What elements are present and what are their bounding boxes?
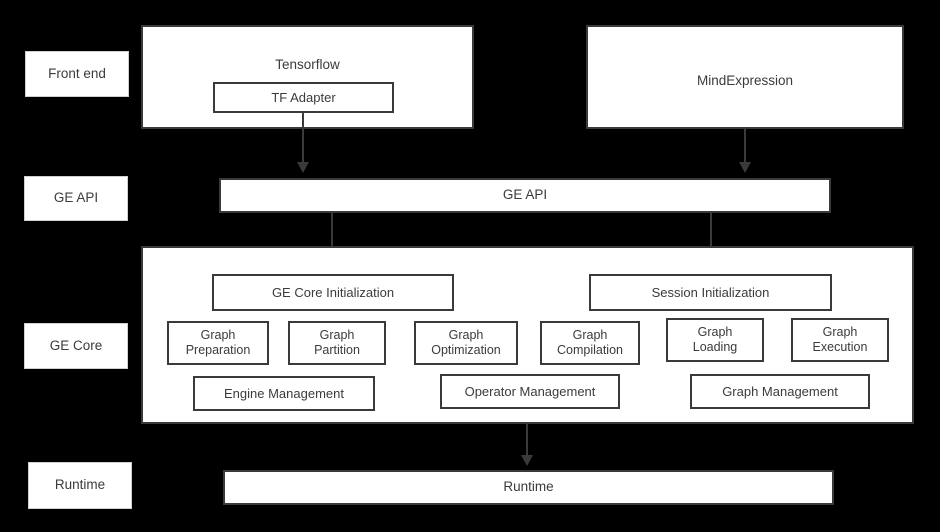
- runtime-bar: Runtime: [223, 470, 834, 505]
- module-graph-compilation: Graph Compilation: [540, 321, 640, 365]
- tensorflow-container: Tensorflow: [141, 25, 474, 129]
- tensorflow-label: Tensorflow: [275, 57, 340, 72]
- module-graph-loading: Graph Loading: [666, 318, 764, 362]
- manager-graph-management: Graph Management: [690, 374, 870, 409]
- arrow-ge-api-to-core-init-line: [331, 213, 333, 258]
- session-initialization-box: Session Initialization: [589, 274, 832, 311]
- mindexpression-container: MindExpression: [586, 25, 904, 129]
- stage-label-runtime: Runtime: [28, 462, 132, 509]
- arrow-mindexpression-to-ge-api-line: [744, 129, 746, 164]
- stage-label-ge-core: GE Core: [24, 323, 128, 369]
- manager-operator-management: Operator Management: [440, 374, 620, 409]
- module-graph-execution: Graph Execution: [791, 318, 889, 362]
- arrow-mindexpression-to-ge-api-head: [739, 162, 751, 173]
- tf-adapter-box: TF Adapter: [213, 82, 394, 113]
- ge-core-initialization-box: GE Core Initialization: [212, 274, 454, 311]
- mindexpression-label: MindExpression: [696, 73, 794, 88]
- manager-engine-management: Engine Management: [193, 376, 375, 411]
- stage-label-front-end: Front end: [25, 51, 129, 97]
- module-graph-partition: Graph Partition: [288, 321, 386, 365]
- arrow-ge-api-to-session-init-line: [710, 213, 712, 258]
- arrow-tf-adapter-to-ge-api-line: [302, 113, 304, 164]
- module-graph-preparation: Graph Preparation: [167, 321, 269, 365]
- arrow-tf-adapter-to-ge-api-head: [297, 162, 309, 173]
- arrow-ge-core-to-runtime-head: [521, 455, 533, 466]
- ge-api-bar: GE API: [219, 178, 831, 213]
- arrow-ge-core-to-runtime-line: [526, 424, 528, 458]
- module-graph-optimization: Graph Optimization: [414, 321, 518, 365]
- stage-label-ge-api: GE API: [24, 176, 128, 221]
